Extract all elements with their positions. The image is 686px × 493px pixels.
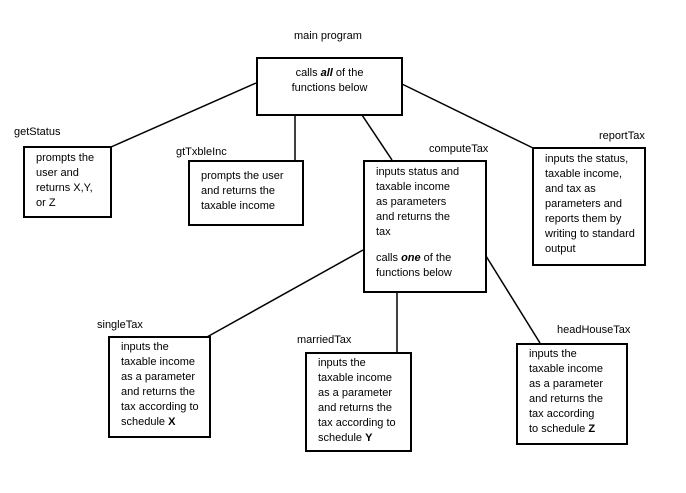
getstatus-line: prompts the — [36, 152, 95, 164]
headhousetax-line: as a parameter — [529, 378, 603, 390]
getstatus-line: or Z — [36, 197, 56, 209]
headhousetax-box: inputs the taxable income as a parameter… — [516, 343, 628, 445]
edge-main-getstatus — [110, 82, 257, 148]
singletax-label: singleTax — [97, 319, 143, 331]
computetax-calls-line1: calls one of the — [376, 252, 452, 264]
headhousetax-line: inputs the — [529, 348, 577, 360]
marriedtax-schedule-line: schedule Y — [318, 432, 373, 444]
main-program-line2: functions below — [291, 82, 368, 94]
getstatus-line: returns X,Y, — [36, 182, 93, 194]
edge-main-computetax — [361, 114, 393, 161]
edge-computetax-singletax — [206, 249, 364, 338]
marriedtax-label: marriedTax — [297, 334, 352, 346]
singletax-line: as a parameter — [121, 371, 195, 383]
headhousetax-line: tax according — [529, 408, 595, 420]
schedule-letter: X — [168, 416, 176, 428]
reporttax-box: inputs the status, taxable income, and t… — [532, 147, 646, 266]
singletax-line: taxable income — [121, 356, 195, 368]
gttxbleinc-label: gtTxbleInc — [176, 146, 227, 158]
marriedtax-box: inputs the taxable income as a parameter… — [305, 352, 412, 452]
singletax-line: and returns the — [121, 386, 195, 398]
main-program-box: calls all of the functions below — [256, 57, 403, 116]
computetax-line: as parameters — [376, 196, 447, 208]
reporttax-line: reports them by — [545, 213, 622, 225]
singletax-line: tax according to — [121, 401, 199, 413]
marriedtax-line: inputs the — [318, 357, 366, 369]
getstatus-box: prompts the user and returns X,Y, or Z — [23, 146, 112, 218]
edge-computetax-headhousetax — [485, 255, 541, 344]
marriedtax-line: and returns the — [318, 402, 392, 414]
marriedtax-line: as a parameter — [318, 387, 392, 399]
computetax-calls-line2: functions below — [376, 267, 452, 279]
reporttax-line: inputs the status, — [545, 153, 629, 165]
gttxbleinc-line: and returns the — [201, 185, 275, 197]
computetax-line: taxable income — [376, 181, 450, 193]
reporttax-line: writing to standard — [545, 228, 635, 240]
reporttax-line: parameters and — [545, 198, 623, 210]
headhousetax-line: and returns the — [529, 393, 603, 405]
schedule-letter: Y — [365, 432, 373, 444]
main-program-line1: calls all of the — [295, 67, 364, 79]
gttxbleinc-line: taxable income — [201, 200, 275, 212]
reporttax-line: taxable income, — [545, 168, 623, 180]
singletax-line: inputs the — [121, 341, 169, 353]
marriedtax-line: taxable income — [318, 372, 392, 384]
main-program-label: main program — [294, 30, 362, 42]
singletax-box: inputs the taxable income as a parameter… — [108, 336, 211, 438]
emphasis-one: one — [401, 252, 421, 264]
headhousetax-schedule-line: to schedule Z — [529, 423, 596, 435]
headhousetax-label: headHouseTax — [557, 324, 631, 336]
getstatus-label: getStatus — [14, 126, 61, 138]
headhousetax-line: taxable income — [529, 363, 603, 375]
reporttax-line: output — [545, 243, 576, 255]
marriedtax-line: tax according to — [318, 417, 396, 429]
computetax-line: and returns the — [376, 211, 450, 223]
schedule-letter: Z — [588, 423, 596, 435]
reporttax-label: reportTax — [599, 130, 645, 142]
reporttax-line: and tax as — [545, 183, 596, 195]
emphasis-all: all — [320, 67, 333, 79]
computetax-line: tax — [376, 226, 391, 238]
gttxbleinc-box: prompts the user and returns the taxable… — [188, 160, 304, 226]
computetax-box: inputs status and taxable income as para… — [363, 160, 487, 293]
computetax-line: inputs status and — [376, 166, 460, 178]
computetax-label: computeTax — [429, 143, 489, 155]
edge-main-reporttax — [401, 83, 534, 149]
gttxbleinc-line: prompts the user — [201, 170, 284, 182]
singletax-schedule-line: schedule X — [121, 416, 176, 428]
getstatus-line: user and — [36, 167, 79, 179]
